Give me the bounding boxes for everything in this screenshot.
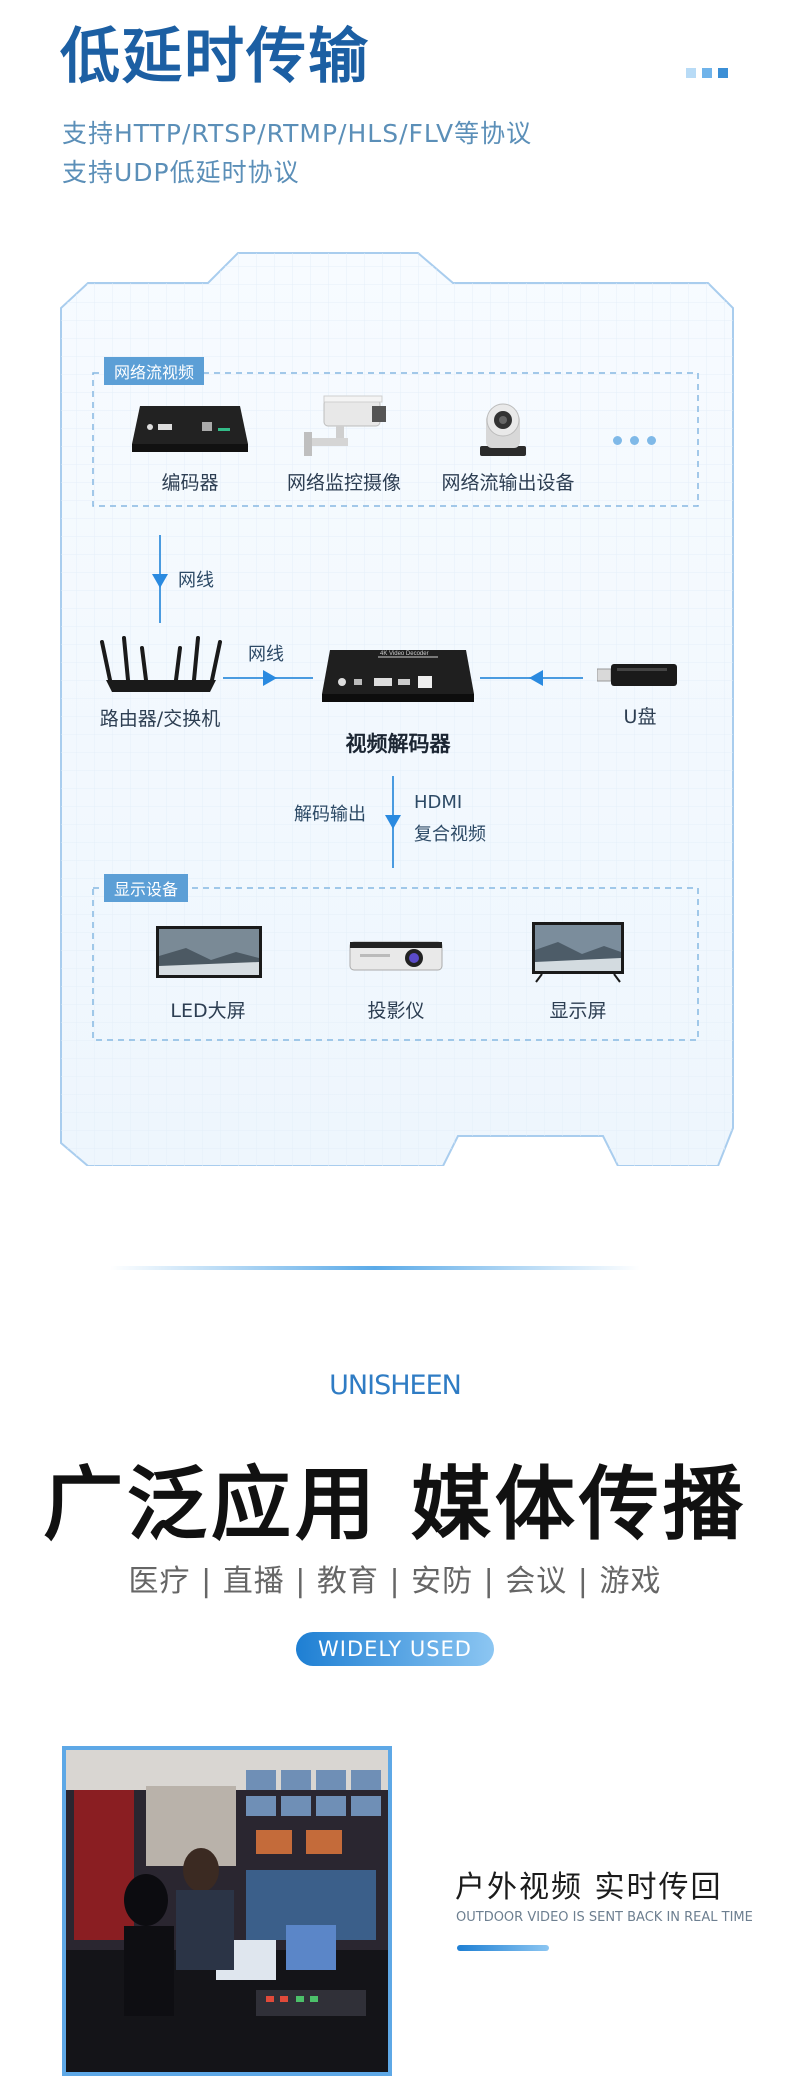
display-label-monitor: 显示屏 xyxy=(549,1000,607,1022)
net-label-horizontal: 网线 xyxy=(248,644,284,665)
decoder-icon: 4K Video Decoder xyxy=(322,650,474,702)
net-label-vertical: 网线 xyxy=(178,570,214,591)
decor-dot-icon xyxy=(686,68,696,78)
section-divider xyxy=(110,1266,640,1270)
section-title: 广泛应用 媒体传播 xyxy=(43,1458,747,1551)
feature-title: 户外视频 实时传回 xyxy=(455,1870,723,1905)
decoder-faceplate-text: 4K Video Decoder xyxy=(380,651,429,657)
page-title: 低延时传输 xyxy=(60,22,370,92)
decor-dot-icon xyxy=(718,68,728,78)
more-dot-icon xyxy=(630,436,639,445)
ptz-camera-icon xyxy=(480,403,526,456)
display-label-led: LED大屏 xyxy=(170,1000,246,1022)
more-dot-icon xyxy=(613,436,622,445)
router-label: 路由器/交换机 xyxy=(99,708,221,730)
protocol-line-1: 支持HTTP/RTSP/RTMP/HLS/FLV等协议 xyxy=(62,119,533,148)
brand-logo: UNISHEEN xyxy=(329,1370,462,1401)
more-dot-icon xyxy=(647,436,656,445)
feature-subtitle: OUTDOOR VIDEO IS SENT BACK IN REAL TIME xyxy=(456,1910,753,1925)
use-cases-line: 医疗 | 直播 | 教育 | 安防 | 会议 | 游戏 xyxy=(128,1564,662,1599)
decoder-label: 视频解码器 xyxy=(345,732,451,756)
source-box-label: 网络流视频 xyxy=(104,357,205,385)
router-icon xyxy=(100,636,222,692)
decode-output-label: 解码输出 xyxy=(294,804,366,825)
widely-used-badge: WIDELY USED xyxy=(296,1632,494,1666)
source-label-camera: 网络监控摄像 xyxy=(286,472,401,494)
decor-dot-icon xyxy=(702,68,712,78)
display-box-label: 显示设备 xyxy=(104,874,189,902)
monitor-icon xyxy=(532,922,624,983)
studio-illustration xyxy=(66,1750,388,2072)
broadcast-studio-photo xyxy=(62,1746,392,2076)
encoder-icon xyxy=(132,406,248,452)
display-label-projector: 投影仪 xyxy=(367,1000,425,1022)
security-camera-icon xyxy=(304,395,386,456)
source-label-encoder: 编码器 xyxy=(161,472,219,494)
feature-accent-bar xyxy=(457,1945,549,1951)
composite-label: 复合视频 xyxy=(414,824,486,845)
usb-label: U盘 xyxy=(623,706,657,728)
source-label-stream-device: 网络流输出设备 xyxy=(441,472,575,494)
projector-icon xyxy=(349,941,443,971)
led-screen-icon xyxy=(156,926,262,978)
usb-drive-icon xyxy=(597,664,677,686)
protocol-line-2: 支持UDP低延时协议 xyxy=(62,158,300,187)
hdmi-label: HDMI xyxy=(414,792,463,813)
